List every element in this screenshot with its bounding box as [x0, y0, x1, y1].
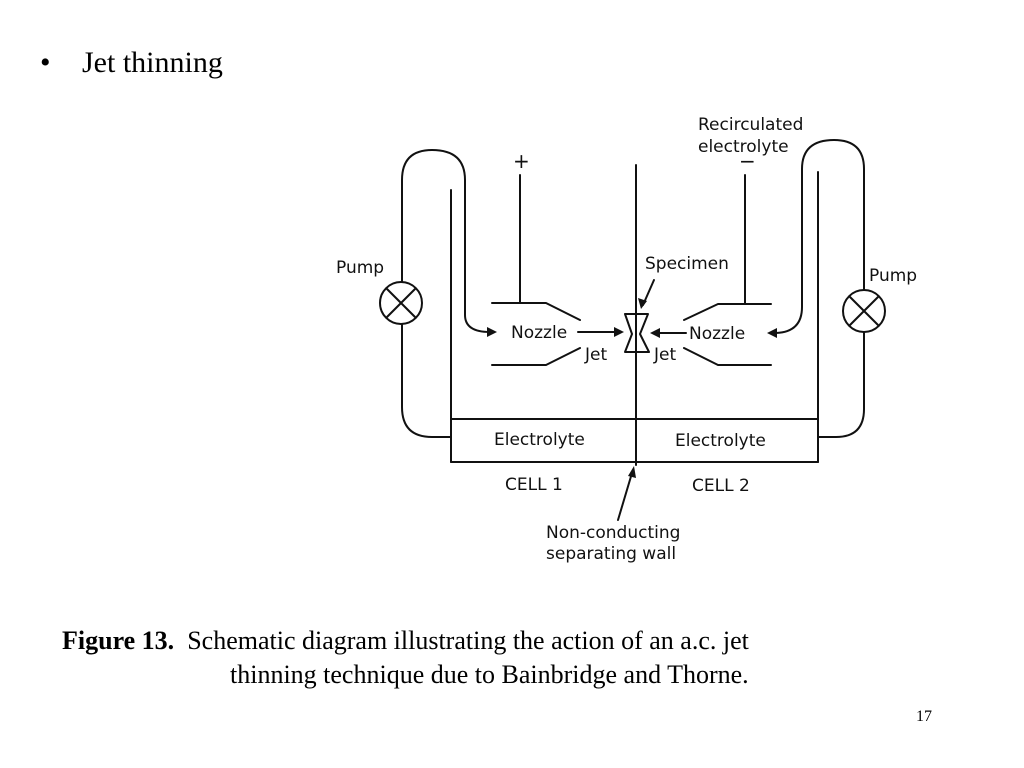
- label-jet-right: Jet: [653, 345, 676, 365]
- label-minus: −: [739, 149, 756, 173]
- right-loop: [775, 139, 865, 438]
- left-loop: [401, 149, 491, 438]
- wall-arrowhead: [628, 466, 636, 478]
- specimen-arrowhead: [638, 298, 647, 309]
- label-specimen: Specimen: [645, 254, 729, 274]
- label-recirculated: Recirculated: [698, 115, 803, 135]
- wall-pointer: [617, 472, 633, 521]
- specimen: [624, 313, 650, 353]
- bullet-item: • Jet thinning: [40, 44, 223, 82]
- pump-left-symbol: [379, 281, 423, 325]
- page-number: 17: [916, 708, 932, 725]
- label-cell-2: CELL 2: [692, 476, 750, 496]
- bullet-dot: •: [40, 46, 51, 79]
- label-electrolyte-left: Electrolyte: [494, 430, 585, 450]
- label-wall-1: Non-conducting: [546, 523, 680, 543]
- caption-text-line2: thinning technique due to Bainbridge and…: [230, 660, 749, 689]
- label-jet-left: Jet: [584, 345, 607, 365]
- pump-right-symbol: [842, 289, 886, 333]
- figure-caption: Figure 13. Schematic diagram illustratin…: [62, 624, 1002, 692]
- jet-arrowhead-left: [614, 327, 624, 337]
- label-cell-1: CELL 1: [505, 475, 563, 495]
- label-nozzle-left: Nozzle: [511, 323, 567, 343]
- jet-arrowhead-right: [650, 328, 660, 338]
- label-pump-left: Pump: [336, 258, 384, 278]
- label-plus: +: [513, 149, 530, 173]
- nozzle-right-bottom: [683, 347, 772, 366]
- label-wall-2: separating wall: [546, 544, 676, 564]
- label-nozzle-right: Nozzle: [689, 324, 745, 344]
- nozzle-left-bottom: [491, 347, 581, 366]
- caption-text-line1: Schematic diagram illustrating the actio…: [187, 626, 749, 655]
- loop-arrowhead-right: [767, 328, 777, 338]
- loop-arrowhead-left: [487, 327, 497, 337]
- label-electrolyte-right: Electrolyte: [675, 431, 766, 451]
- jet-thinning-diagram: + − Recirculated electrolyte Pump Pump S…: [336, 115, 917, 564]
- nozzle-right-top: [683, 303, 772, 321]
- label-electrolyte-recirc: electrolyte: [698, 137, 789, 157]
- label-pump-right: Pump: [869, 266, 917, 286]
- bullet-text: Jet thinning: [82, 46, 223, 79]
- caption-label: Figure 13.: [62, 626, 175, 655]
- nozzle-left-top: [491, 302, 581, 321]
